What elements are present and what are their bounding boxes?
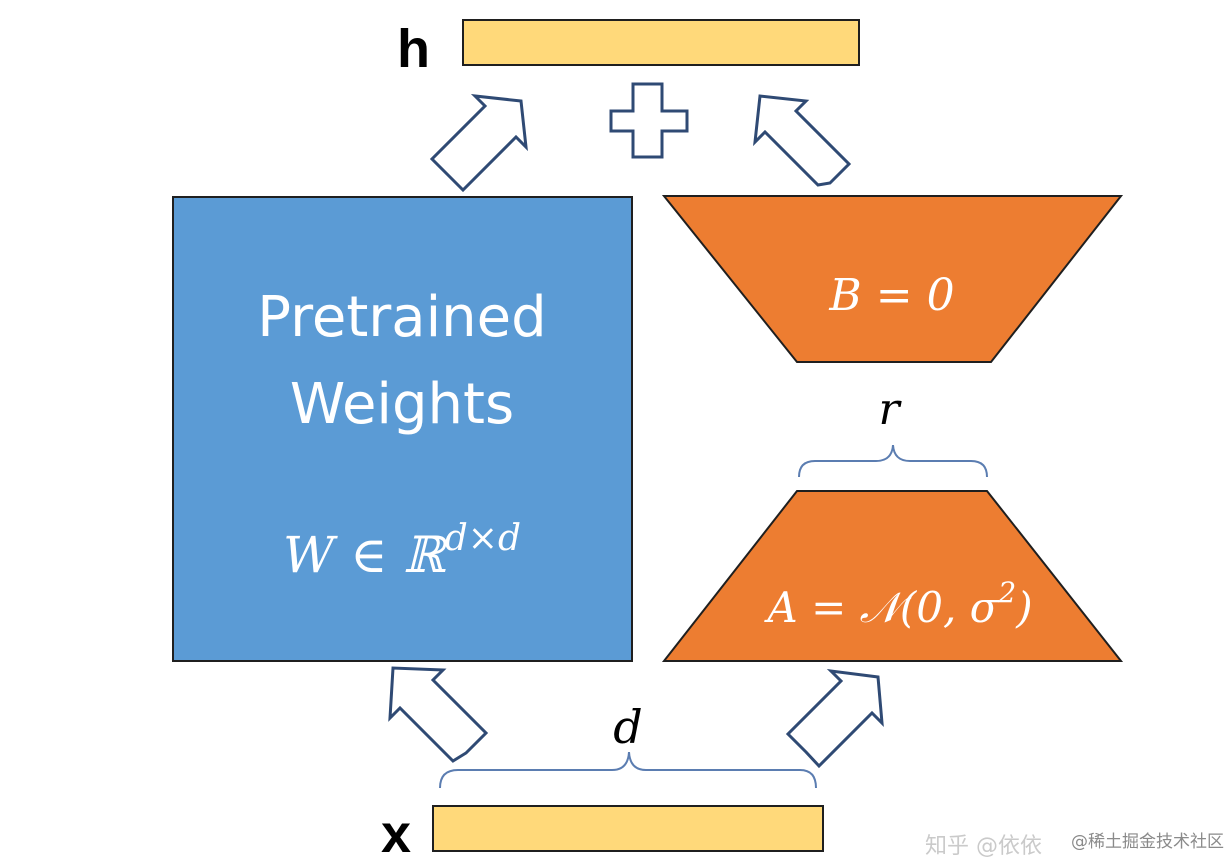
input-vector-bar <box>432 805 824 852</box>
watermark-left: 知乎 @依依 <box>925 834 1042 858</box>
output-label: h <box>397 19 430 79</box>
pretrained-title-line2: Weights <box>290 372 514 437</box>
pretrained-formula-base: W ∈ ℝ <box>283 526 448 584</box>
watermark-right: @稀土掘金技术社区 <box>1071 832 1224 852</box>
matrix-a-block <box>661 490 1124 662</box>
arrow-up-left-icon <box>753 94 852 187</box>
output-vector-bar <box>462 19 860 66</box>
matrix-b-formula: B = 0 <box>828 270 954 321</box>
dimension-brace-icon <box>439 751 817 789</box>
pretrained-weights-block <box>172 196 633 662</box>
pretrained-formula-exponent: d×d <box>445 518 521 559</box>
input-label: x <box>381 804 411 858</box>
pretrained-formula: W ∈ ℝd×d <box>283 518 521 584</box>
matrix-a-formula-exponent: 2 <box>997 576 1016 609</box>
arrow-up-right-icon <box>429 94 528 193</box>
dimension-label: d <box>613 700 642 754</box>
rank-brace-icon <box>798 444 988 478</box>
matrix-a-formula-base: A = 𝒩(0, σ <box>763 583 999 632</box>
pretrained-title-line1: Pretrained <box>257 285 546 350</box>
matrix-a-formula: A = 𝒩(0, σ2) <box>763 576 1032 632</box>
plus-icon <box>609 82 689 159</box>
matrix-a-formula-close: ) <box>1015 583 1032 632</box>
arrow-up-left-icon <box>388 666 489 763</box>
arrow-up-right-icon <box>785 668 884 769</box>
matrix-b-block <box>661 195 1124 363</box>
rank-label: r <box>878 384 902 435</box>
